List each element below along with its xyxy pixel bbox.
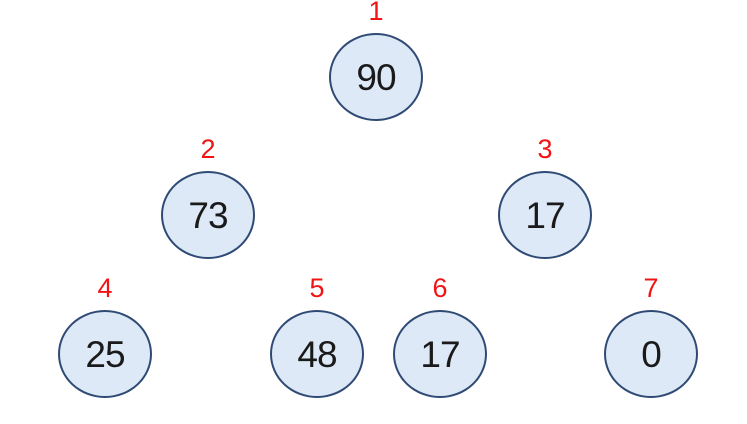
node-index-label: 7 xyxy=(643,273,659,303)
node-index-label: 5 xyxy=(309,273,325,303)
node-index-label: 3 xyxy=(537,134,553,164)
node-index-label: 1 xyxy=(368,0,384,26)
tree-node-4: 4 25 xyxy=(58,275,152,398)
node-index-label: 2 xyxy=(200,134,216,164)
node-circle: 17 xyxy=(393,310,487,398)
tree-node-3: 3 17 xyxy=(498,136,592,259)
node-value: 90 xyxy=(356,56,396,98)
node-index-label: 6 xyxy=(432,273,448,303)
tree-node-5: 5 48 xyxy=(270,275,364,398)
node-circle: 48 xyxy=(270,310,364,398)
node-value: 17 xyxy=(525,194,565,236)
node-circle: 90 xyxy=(329,33,423,121)
node-circle: 25 xyxy=(58,310,152,398)
node-circle: 73 xyxy=(161,171,255,259)
node-index-label: 4 xyxy=(97,273,113,303)
node-value: 25 xyxy=(85,333,125,375)
node-circle: 17 xyxy=(498,171,592,259)
node-circle: 0 xyxy=(604,310,698,398)
node-value: 73 xyxy=(188,194,228,236)
tree-node-1: 1 90 xyxy=(329,0,423,121)
node-value: 17 xyxy=(420,333,460,375)
node-value: 48 xyxy=(297,333,337,375)
tree-node-2: 2 73 xyxy=(161,136,255,259)
node-value: 0 xyxy=(641,333,662,375)
tree-node-6: 6 17 xyxy=(393,275,487,398)
tree-node-7: 7 0 xyxy=(604,275,698,398)
